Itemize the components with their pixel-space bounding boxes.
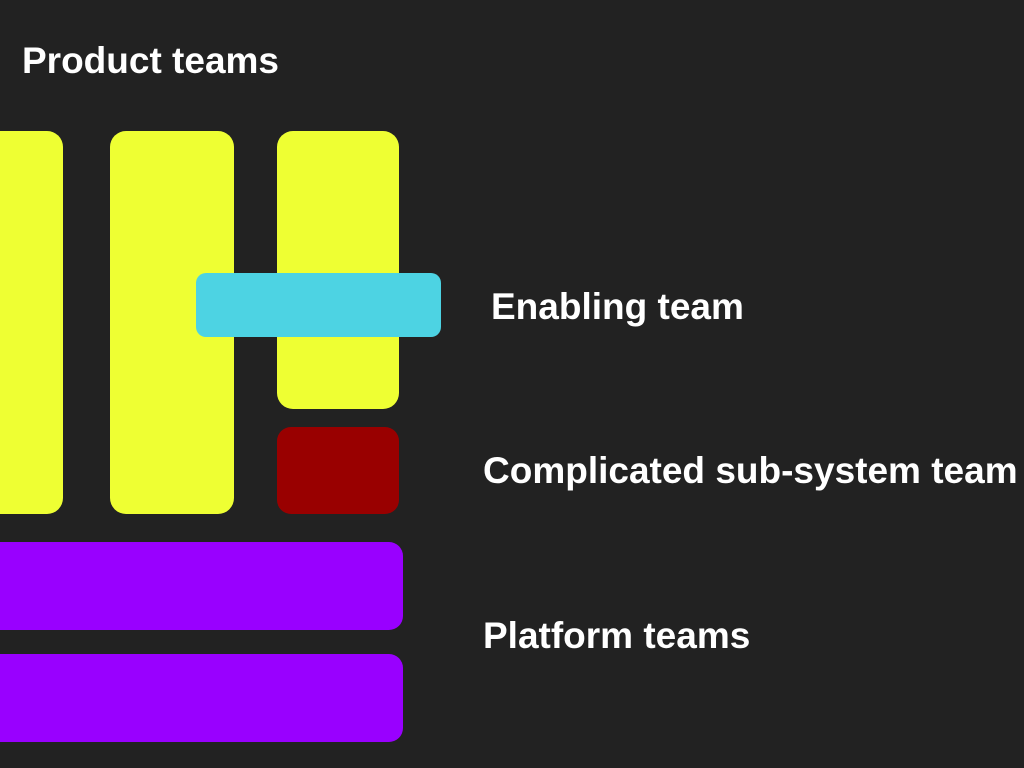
product-team-block-1	[0, 131, 63, 514]
product-team-block-3	[277, 131, 399, 409]
platform-team-block-2	[0, 654, 403, 742]
complicated-subsystem-team-block	[277, 427, 399, 514]
platform-teams-label: Platform teams	[483, 615, 751, 656]
enabling-team-block	[196, 273, 441, 337]
product-teams-label: Product teams	[22, 40, 280, 81]
complicated-subsystem-team-label: Complicated sub-system team	[483, 450, 1018, 491]
platform-team-block-1	[0, 542, 403, 630]
enabling-team-label: Enabling team	[491, 286, 744, 327]
